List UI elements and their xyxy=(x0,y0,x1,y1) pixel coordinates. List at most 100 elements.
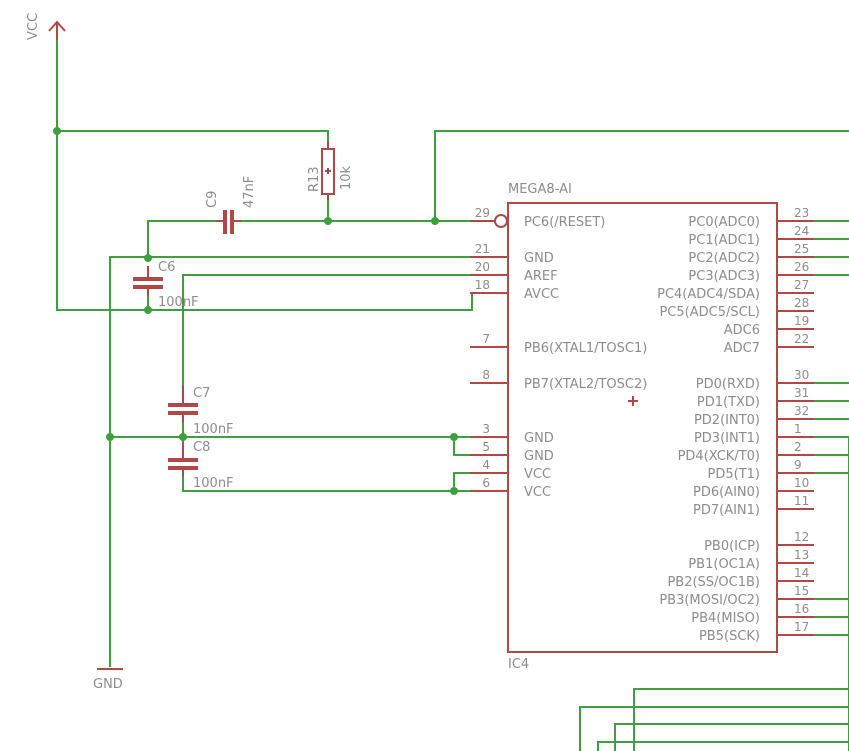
ic4-pin-name: ADC7 xyxy=(724,341,760,356)
ic4-pin-number: 9 xyxy=(794,458,802,472)
resistor-r13: R13 10k xyxy=(307,141,354,200)
ic4-pin-number: 17 xyxy=(794,620,809,634)
ic4-pin-number: 24 xyxy=(794,224,809,238)
ic4-pin-name: PC3(ADC3) xyxy=(688,269,760,284)
ic4-left-pins: 29PC6(/RESET)21GND20AREF18AVCC7PB6(XTAL1… xyxy=(470,206,647,500)
ic4-pin-name: AREF xyxy=(524,269,558,284)
junction-dot xyxy=(144,254,152,262)
ic4-pin-number: 18 xyxy=(475,278,490,292)
ic4-pin-number: 8 xyxy=(482,368,490,382)
c7-value: 100nF xyxy=(193,422,234,437)
vcc-rail-wire xyxy=(56,38,490,311)
c9-value: 47nF xyxy=(242,176,257,208)
r13-value: 10k xyxy=(339,165,354,190)
c9-plate-right xyxy=(230,210,234,234)
ic4-part-label: MEGA8-AI xyxy=(508,182,572,197)
c6-plate-top xyxy=(133,277,163,281)
ic4-pin-number: 1 xyxy=(794,422,802,436)
ic4-pin-name: PB3(MOSI/OC2) xyxy=(659,593,760,608)
gnd-supply-symbol: GND xyxy=(93,668,123,692)
ic4-pin-number: 25 xyxy=(794,242,809,256)
ic4-pin-number: 23 xyxy=(794,206,809,220)
ic4-pin-name: PC0(ADC0) xyxy=(688,215,760,230)
ic4-pin-number: 29 xyxy=(475,206,490,220)
ic4-pin-number: 16 xyxy=(794,602,809,616)
capacitor-c9: C9 47nF xyxy=(205,176,257,234)
ic4-pin-number: 7 xyxy=(482,332,490,346)
ic4-origin-cross-icon xyxy=(628,396,638,406)
ic4-pin-name: GND xyxy=(524,431,554,446)
c8-name: C8 xyxy=(193,440,210,455)
port-d-wires xyxy=(814,382,849,474)
vcc-label: VCC xyxy=(26,13,41,40)
bus-lines-wire xyxy=(579,437,849,751)
ic4-pin-name: PD4(XCK/T0) xyxy=(678,449,760,464)
aref-wire xyxy=(182,274,490,400)
c6-plate-bottom xyxy=(133,285,163,289)
ic4-pin-name: PC1(ADC1) xyxy=(688,233,760,248)
gnd-pins-wire xyxy=(110,436,490,456)
r13-name: R13 xyxy=(307,166,322,192)
ic4-pin-number: 26 xyxy=(794,260,809,274)
ic4-pin-name: VCC xyxy=(524,467,551,482)
junction-dot xyxy=(450,487,458,495)
c6-value: 100nF xyxy=(158,295,199,310)
ic4-body xyxy=(507,202,778,653)
ic4-pin-number: 32 xyxy=(794,404,809,418)
ic4-pin-number: 14 xyxy=(794,566,809,580)
ic4-pin-number: 22 xyxy=(794,332,809,346)
ic4-pin-name: PB5(SCK) xyxy=(699,629,760,644)
ic4-pin-number: 21 xyxy=(475,242,490,256)
ic4-pin-number: 19 xyxy=(794,314,809,328)
ic4-pin-name: VCC xyxy=(524,485,551,500)
port-b-wires xyxy=(814,598,849,636)
ic4-pin-name: PC6(/RESET) xyxy=(524,215,605,230)
ic4-pin-number: 6 xyxy=(482,476,490,490)
ic4-pin-number: 4 xyxy=(482,458,490,472)
junction-dot xyxy=(179,433,187,441)
ic4-pin-name: PD3(INT1) xyxy=(694,431,760,446)
ic4-pin-number: 11 xyxy=(794,494,809,508)
c6-name: C6 xyxy=(158,260,175,275)
c7-name: C7 xyxy=(193,386,210,401)
reset-inversion-bubble xyxy=(494,214,508,228)
vcc-to-r13-wire xyxy=(57,130,329,148)
ic4-pin-name: PB6(XTAL1/TOSC1) xyxy=(524,341,647,356)
c8-plate-bottom xyxy=(168,466,198,470)
capacitor-c6: C6 100nF xyxy=(133,260,199,310)
ic4-pin-number: 2 xyxy=(794,440,802,454)
ic4-pin-name: PD7(AIN1) xyxy=(693,503,760,518)
junctions xyxy=(53,127,458,495)
ic4-pin-name: PD5(T1) xyxy=(708,467,760,482)
ic4-pin-name: ADC6 xyxy=(724,323,760,338)
ic4-pin-number: 31 xyxy=(794,386,809,400)
capacitor-c7: C7 100nF xyxy=(168,386,234,437)
ic4-name-label: IC4 xyxy=(508,657,529,672)
ic4-pin-number: 12 xyxy=(794,530,809,544)
c7-plate-top xyxy=(168,403,198,407)
ic4-pin-name: PD2(INT0) xyxy=(694,413,760,428)
ic4-pin-name: PC2(ADC2) xyxy=(688,251,760,266)
reset-net-wire xyxy=(147,220,490,258)
ic4-pin-name: PB1(OC1A) xyxy=(688,557,760,572)
capacitor-c8: C8 100nF xyxy=(168,440,234,491)
ic4-pin-name: PC4(ADC4/SDA) xyxy=(657,287,760,302)
c8-value: 100nF xyxy=(193,476,234,491)
ic4-pin-number: 13 xyxy=(794,548,809,562)
c9-name: C9 xyxy=(205,191,220,208)
c8-plate-top xyxy=(168,458,198,462)
junction-dot xyxy=(144,306,152,314)
ic4-pin-name: PB2(SS/OC1B) xyxy=(667,575,760,590)
ic4-pin-number: 20 xyxy=(475,260,490,274)
reset-top-bus-wire xyxy=(434,130,849,221)
ic4-pin-name: PD0(RXD) xyxy=(696,377,760,392)
ic4-chip: MEGA8-AI IC4 xyxy=(494,182,778,672)
port-c-wires xyxy=(814,220,849,276)
junction-dot xyxy=(53,127,61,135)
junction-dot xyxy=(324,217,332,225)
ic4-pin-number: 10 xyxy=(794,476,809,490)
ic4-pin-number: 30 xyxy=(794,368,809,382)
ic4-pin-name: GND xyxy=(524,449,554,464)
ic4-pin-name: PB4(MISO) xyxy=(691,611,760,626)
